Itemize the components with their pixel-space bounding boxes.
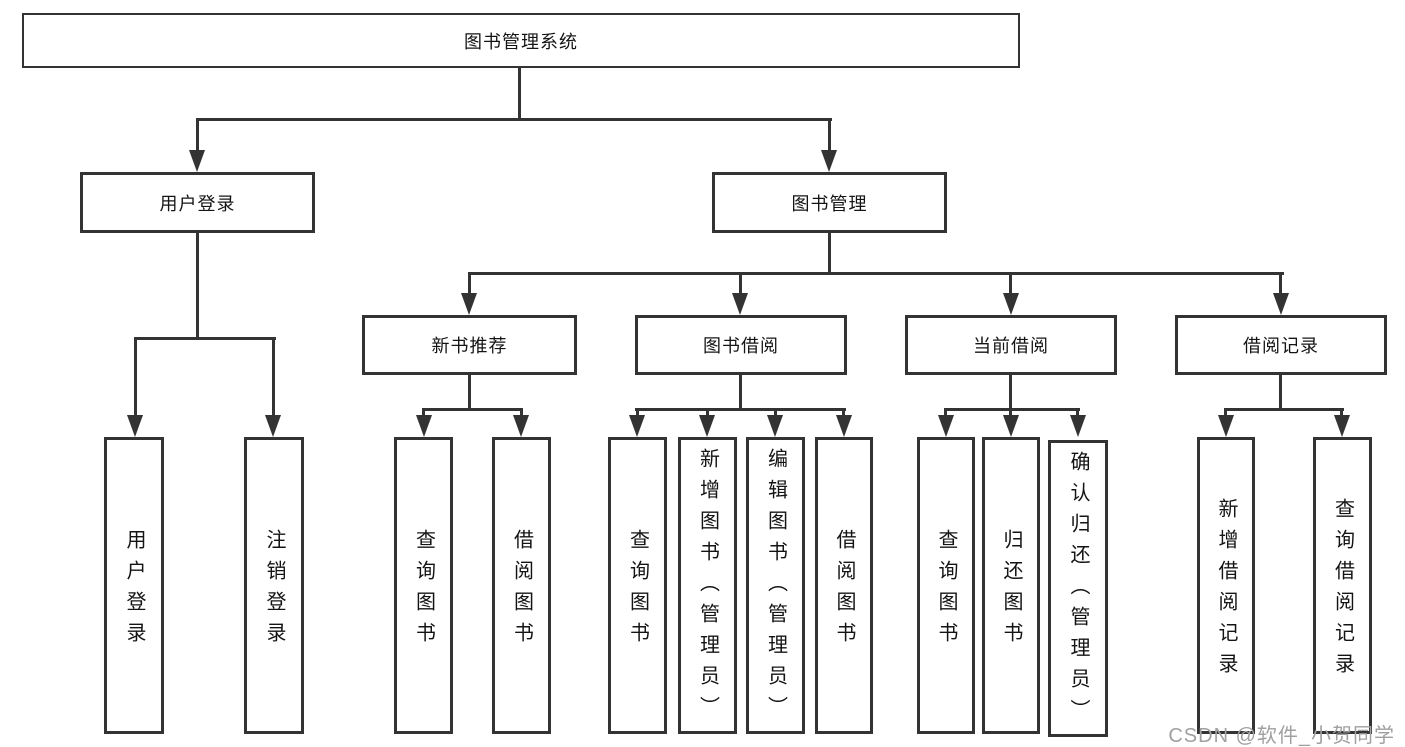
arrow-down-icon (629, 415, 645, 437)
node-bb-add-book: 新增图书（管理员） (678, 437, 737, 734)
watermark: CSDN @软件_小贺同学 (1168, 725, 1395, 747)
connector-to-newbookrec (468, 272, 471, 297)
connector-drop (520, 408, 523, 418)
connector-bookmgmt-stem (828, 233, 831, 275)
node-cb-confirm-return: 确认归还（管理员） (1048, 440, 1108, 737)
connector-newbookrec-rail (422, 408, 523, 411)
node-cb-return-book-label: 归还图书 (1000, 529, 1022, 653)
arrow-down-icon (513, 415, 529, 437)
node-leaf-user-login-label: 用户登录 (123, 529, 145, 653)
arrow-down-icon (1218, 415, 1234, 437)
connector-to-currentborrow (1009, 272, 1012, 297)
node-current-borrow: 当前借阅 (905, 315, 1117, 375)
node-user-login-label: 用户登录 (159, 193, 236, 214)
connector-bookborrow-stem (739, 375, 742, 411)
node-user-login: 用户登录 (80, 172, 315, 233)
arrow-down-icon (836, 415, 852, 437)
connector-borrowrecord-stem (1279, 375, 1282, 411)
node-book-mgmt: 图书管理 (712, 172, 947, 233)
connector-to-bookborrow (739, 272, 742, 297)
connector-userlogin-stem (196, 233, 199, 337)
node-bb-borrow-book: 借阅图书 (815, 437, 873, 734)
node-cb-confirm-return-label: 确认归还（管理员） (1067, 450, 1089, 730)
arrow-down-icon (767, 415, 783, 437)
node-leaf-logout-label: 注销登录 (263, 529, 285, 653)
arrow-down-icon (1334, 415, 1350, 437)
node-br-add-record: 新增借阅记录 (1197, 437, 1255, 734)
node-bb-borrow-book-label: 借阅图书 (833, 529, 855, 653)
node-new-book-rec: 新书推荐 (362, 315, 577, 375)
connector-drop (1076, 408, 1079, 418)
connector-drop (1224, 408, 1227, 418)
connector-root-rail (196, 118, 832, 121)
node-bb-add-book-label: 新增图书（管理员） (696, 447, 719, 727)
connector-drop (706, 408, 709, 418)
arrow-down-icon (189, 150, 205, 172)
node-current-borrow-label: 当前借阅 (973, 336, 1049, 356)
arrow-down-icon (1273, 293, 1289, 315)
arrow-down-icon (127, 415, 143, 437)
connector-bookmgmt-rail (468, 272, 1284, 275)
node-br-query-record: 查询借阅记录 (1313, 437, 1372, 734)
node-nbr-query-book: 查询图书 (394, 437, 453, 734)
node-nbr-query-book-label: 查询图书 (412, 529, 435, 653)
connector-root-to-userlogin (196, 118, 199, 152)
arrow-down-icon (1003, 293, 1019, 315)
arrow-down-icon (821, 150, 837, 172)
node-book-mgmt-label: 图书管理 (791, 193, 868, 214)
node-borrow-record-label: 借阅记录 (1243, 336, 1319, 356)
node-br-query-record-label: 查询借阅记录 (1331, 498, 1354, 684)
node-cb-query-book: 查询图书 (917, 437, 975, 734)
node-leaf-user-login: 用户登录 (104, 437, 164, 734)
node-bb-query-book-label: 查询图书 (626, 529, 649, 653)
arrow-down-icon (461, 293, 477, 315)
arrow-down-icon (265, 415, 281, 437)
node-nbr-borrow-book-label: 借阅图书 (510, 529, 533, 653)
node-bb-edit-book-label: 编辑图书（管理员） (764, 447, 787, 727)
node-leaf-logout: 注销登录 (244, 437, 304, 734)
connector-to-borrowrecord (1279, 272, 1282, 297)
connector-root-stem (518, 68, 521, 118)
connector-userlogin-rail (134, 337, 276, 340)
node-borrow-record: 借阅记录 (1175, 315, 1387, 375)
arrow-down-icon (938, 415, 954, 437)
arrow-down-icon (1070, 415, 1086, 437)
connector-drop (774, 408, 777, 418)
node-nbr-borrow-book: 借阅图书 (492, 437, 551, 734)
arrow-down-icon (1003, 415, 1019, 437)
connector-to-leaf-logout (272, 337, 275, 419)
node-cb-return-book: 归还图书 (982, 437, 1040, 734)
arrow-down-icon (416, 415, 432, 437)
node-bb-edit-book: 编辑图书（管理员） (746, 437, 805, 734)
connector-drop (944, 408, 947, 418)
connector-drop (1340, 408, 1343, 418)
node-book-borrow: 图书借阅 (635, 315, 847, 375)
connector-drop (842, 408, 845, 418)
node-new-book-rec-label: 新书推荐 (431, 336, 508, 356)
connector-drop (422, 408, 425, 418)
node-cb-query-book-label: 查询图书 (935, 529, 957, 653)
node-br-add-record-label: 新增借阅记录 (1215, 498, 1237, 684)
arrow-down-icon (699, 415, 715, 437)
connector-drop (1009, 408, 1012, 418)
connector-borrowrecord-rail (1224, 408, 1344, 411)
connector-newbookrec-stem (468, 375, 471, 411)
node-root: 图书管理系统 (22, 13, 1020, 68)
connector-drop (636, 408, 639, 418)
connector-bookborrow-rail (635, 408, 846, 411)
connector-root-to-bookmgmt (828, 118, 831, 152)
arrow-down-icon (732, 293, 748, 315)
connector-currentborrow-stem (1009, 375, 1012, 411)
node-root-label: 图书管理系统 (464, 31, 578, 52)
connector-currentborrow-rail (944, 408, 1080, 411)
node-bb-query-book: 查询图书 (608, 437, 667, 734)
connector-to-leaf-userlogin (134, 337, 137, 419)
node-book-borrow-label: 图书借阅 (703, 336, 779, 356)
